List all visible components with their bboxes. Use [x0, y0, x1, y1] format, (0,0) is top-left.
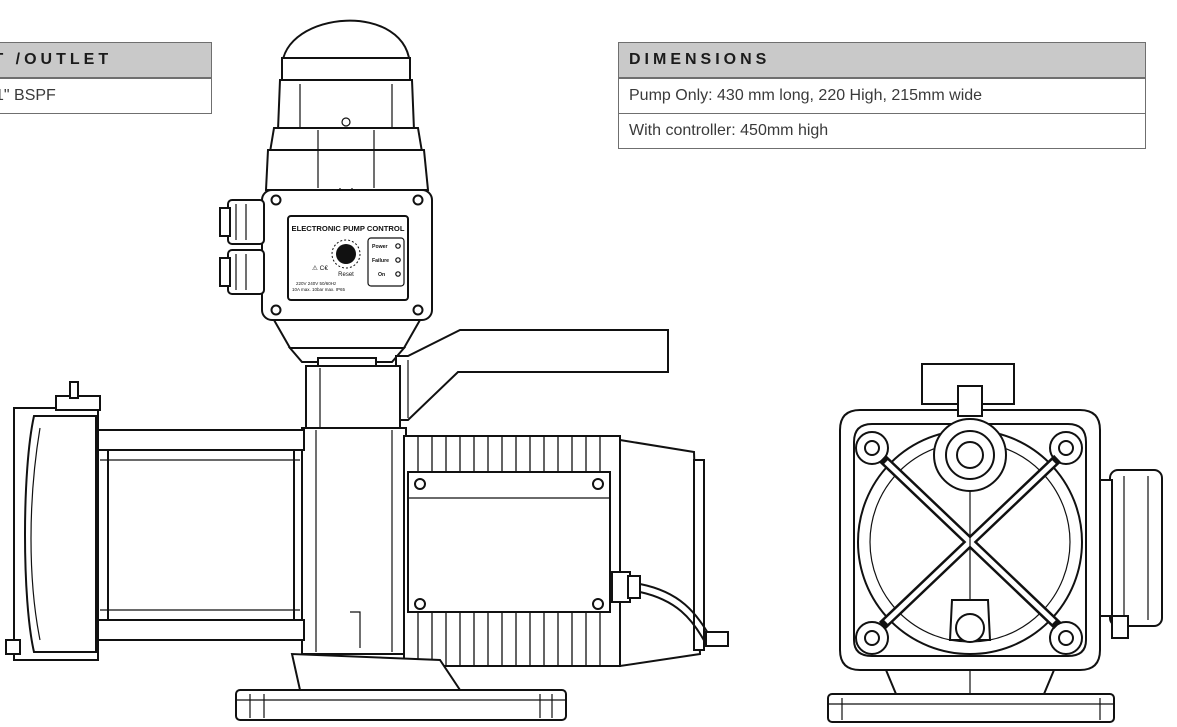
inlet-outlet-header: INLET /OUTLET: [0, 43, 211, 78]
rating-line-1: 220V 240V 50/60Hz: [296, 281, 337, 286]
indicator-failure-led: [395, 257, 401, 263]
dimensions-row-with-controller: With controller: 450mm high: [619, 113, 1145, 148]
carry-handle: [395, 329, 669, 421]
indicator-power-led: [395, 243, 401, 249]
dimensions-table: DIMENSIONS Pump Only: 430 mm long, 220 H…: [618, 42, 1146, 149]
pump-motor: [403, 435, 729, 668]
front-end-cap: [5, 381, 101, 661]
reset-knob[interactable]: [336, 244, 356, 264]
pump-base: [235, 652, 567, 721]
rating-line-2: 10A max. 10bar max. IP65: [292, 287, 346, 292]
pump-front-view: [827, 363, 1163, 723]
inlet-outlet-table: INLET /OUTLET 1" BSPF: [0, 42, 212, 114]
pump-tie-rods: [97, 429, 305, 641]
control-panel: ELECTRONIC PUMP CONTROL Reset ⚠ C€ 220V …: [287, 215, 409, 301]
controller-dome-cap: [264, 19, 430, 196]
dimensions-row-pump-only: Pump Only: 430 mm long, 220 High, 215mm …: [619, 78, 1145, 113]
indicator-on-led: [395, 271, 401, 277]
indicator-failure-label: Failure: [372, 258, 389, 264]
control-panel-title: ELECTRONIC PUMP CONTROL: [292, 224, 405, 233]
indicator-power-label: Power: [372, 244, 388, 250]
dimensions-header: DIMENSIONS: [619, 43, 1145, 78]
discharge-column: [301, 365, 407, 655]
pump-side-view: ELECTRONIC PUMP CONTROL Reset ⚠ C€ 220V …: [5, 19, 729, 721]
indicator-on-label: On: [378, 272, 385, 278]
reset-label: Reset: [338, 272, 354, 278]
ce-mark: ⚠ C€: [312, 264, 328, 272]
inlet-outlet-row: 1" BSPF: [0, 78, 211, 113]
